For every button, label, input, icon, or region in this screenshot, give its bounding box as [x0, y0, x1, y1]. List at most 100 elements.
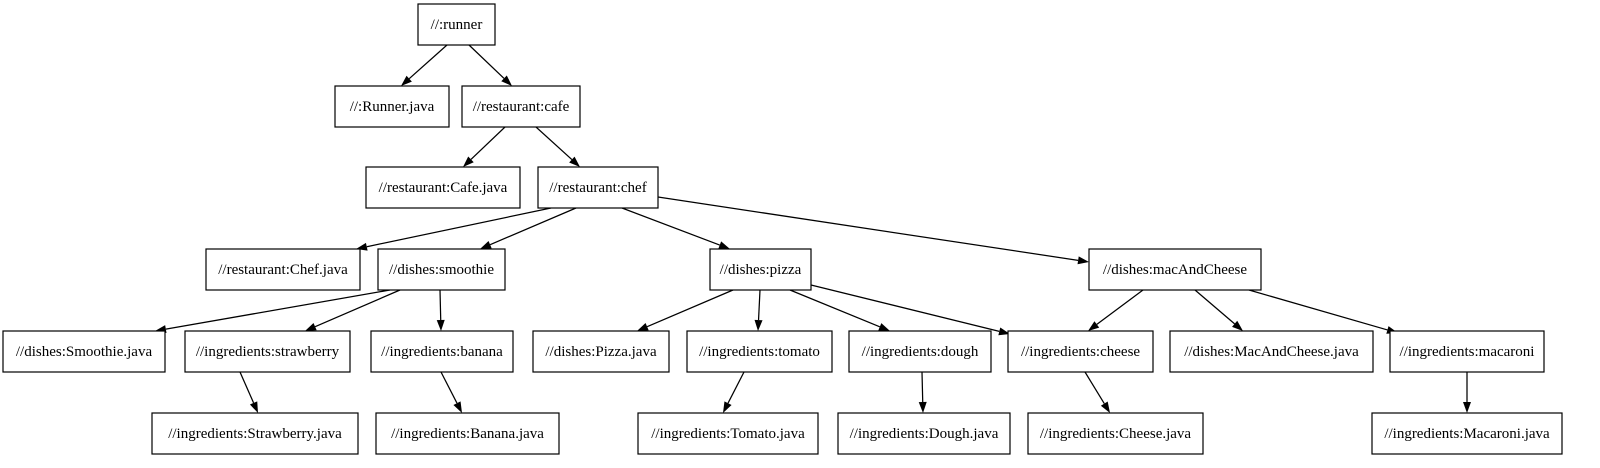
- edge-line: [468, 44, 505, 79]
- graph-edge: [1463, 372, 1471, 413]
- graph-node-dishes-macandchz[interactable]: //dishes:macAndCheese: [1088, 248, 1262, 291]
- graph-edge: [723, 371, 745, 413]
- graph-edge: [1084, 371, 1110, 413]
- edge-arrowhead-icon: [1077, 256, 1089, 265]
- edge-arrowhead-icon: [501, 75, 512, 86]
- graph-edge: [1248, 289, 1398, 334]
- edge-arrowhead-icon: [878, 323, 890, 331]
- graph-node-MacAndCheese-java[interactable]: //dishes:MacAndCheese.java: [1169, 330, 1374, 373]
- node-label: //ingredients:Banana.java: [391, 426, 544, 442]
- node-label: //restaurant:cafe: [473, 99, 570, 115]
- edge-line: [408, 44, 448, 80]
- edge-arrowhead-icon: [637, 323, 649, 331]
- edge-arrowhead-icon: [480, 241, 492, 249]
- graph-edge: [621, 207, 730, 249]
- graph-node-Strawberry-java[interactable]: //ingredients:Strawberry.java: [151, 412, 359, 455]
- node-label: //:Runner.java: [350, 99, 435, 115]
- edge-arrowhead-icon: [401, 75, 412, 86]
- graph-edge: [401, 44, 448, 86]
- graph-node-Smoothie-java[interactable]: //dishes:Smoothie.java: [2, 330, 166, 373]
- graph-edge: [810, 284, 1010, 336]
- edge-line: [789, 289, 881, 328]
- node-label: //ingredients:banana: [381, 344, 503, 360]
- node-rect: [205, 248, 361, 291]
- graph-node-Chef-java[interactable]: //restaurant:Chef.java: [205, 248, 361, 291]
- edge-line: [1248, 289, 1388, 331]
- edge-line: [165, 289, 391, 330]
- edge-line: [1194, 289, 1236, 325]
- node-label: //dishes:macAndCheese: [1103, 262, 1247, 278]
- graph-edge: [535, 126, 580, 167]
- graph-node-Banana-java[interactable]: //ingredients:Banana.java: [375, 412, 560, 455]
- graph-node-Dough-java[interactable]: //ingredients:Dough.java: [837, 412, 1011, 455]
- edge-arrowhead-icon: [569, 156, 580, 167]
- edge-arrowhead-icon: [1232, 320, 1243, 331]
- edge-arrowhead-icon: [453, 401, 462, 413]
- edge-arrowhead-icon: [998, 327, 1010, 336]
- graph-node-ing-macaroni[interactable]: //ingredients:macaroni: [1389, 330, 1545, 373]
- node-label: //ingredients:dough: [862, 344, 979, 360]
- node-rect: [151, 412, 359, 455]
- edge-line: [810, 284, 1000, 332]
- graph-node-ing-banana[interactable]: //ingredients:banana: [370, 330, 514, 373]
- graph-edge: [789, 289, 890, 331]
- node-label: //ingredients:macaroni: [1400, 344, 1535, 360]
- node-rect: [417, 3, 496, 46]
- node-label: //ingredients:Macaroni.java: [1384, 426, 1550, 442]
- edge-arrowhead-icon: [754, 319, 763, 331]
- node-rect: [2, 330, 166, 373]
- graph-node-Macaroni-java[interactable]: //ingredients:Macaroni.java: [1371, 412, 1563, 455]
- edge-arrowhead-icon: [463, 156, 474, 167]
- graph-edge: [436, 289, 445, 331]
- edge-line: [366, 207, 552, 248]
- node-label: //ingredients:Cheese.java: [1040, 426, 1192, 442]
- graph-node-ing-cheese[interactable]: //ingredients:cheese: [1007, 330, 1154, 373]
- edge-line: [1084, 371, 1105, 404]
- node-rect: [370, 330, 514, 373]
- graph-node-runner[interactable]: //:runner: [417, 3, 496, 46]
- graph-node-Cafe-java[interactable]: //restaurant:Cafe.java: [365, 166, 521, 209]
- node-rect: [637, 412, 819, 455]
- graph-node-ing-dough[interactable]: //ingredients:dough: [848, 330, 992, 373]
- nodes-layer: //:runner //:Runner.java //restaurant:cafe…: [2, 3, 1563, 455]
- edge-line: [439, 289, 442, 321]
- node-label: //dishes:pizza: [720, 262, 802, 278]
- edge-arrowhead-icon: [723, 401, 732, 413]
- graph-node-dishes-pizza[interactable]: //dishes:pizza: [709, 248, 812, 291]
- graph-edge: [440, 371, 462, 413]
- edge-line: [440, 371, 458, 404]
- graph-node-Cheese-java[interactable]: //ingredients:Cheese.java: [1027, 412, 1204, 455]
- node-label: //ingredients:cheese: [1021, 344, 1140, 360]
- edge-line: [621, 207, 720, 246]
- graph-edge: [918, 371, 927, 413]
- node-rect: [377, 248, 506, 291]
- node-rect: [686, 330, 833, 373]
- edge-line: [535, 126, 573, 161]
- node-label: //ingredients:Dough.java: [850, 426, 999, 442]
- node-label: //dishes:MacAndCheese.java: [1184, 344, 1359, 360]
- graph-node-Pizza-java[interactable]: //dishes:Pizza.java: [532, 330, 670, 373]
- node-rect: [709, 248, 812, 291]
- node-rect: [184, 330, 351, 373]
- edge-line: [727, 371, 745, 404]
- graph-edge: [463, 126, 506, 167]
- graph-node-ing-tomato[interactable]: //ingredients:tomato: [686, 330, 833, 373]
- graph-node-Runner-java[interactable]: //:Runner.java: [334, 85, 450, 128]
- node-rect: [1169, 330, 1374, 373]
- node-rect: [375, 412, 560, 455]
- graph-node-Tomato-java[interactable]: //ingredients:Tomato.java: [637, 412, 819, 455]
- graph-node-dishes-smoothie[interactable]: //dishes:smoothie: [377, 248, 506, 291]
- edges-layer: [155, 44, 1471, 413]
- node-label: //ingredients:strawberry: [196, 344, 340, 360]
- node-label: //:runner: [431, 17, 483, 33]
- graph-node-restaurant-cafe[interactable]: //restaurant:cafe: [461, 85, 581, 128]
- edge-arrowhead-icon: [1088, 321, 1100, 331]
- node-label: //ingredients:Tomato.java: [651, 426, 805, 442]
- node-rect: [1027, 412, 1204, 455]
- edge-line: [921, 371, 924, 403]
- edge-arrowhead-icon: [1100, 401, 1110, 413]
- edge-line: [757, 289, 761, 321]
- graph-edge: [480, 207, 577, 249]
- graph-node-restaurant-chef[interactable]: //restaurant:chef: [537, 166, 659, 209]
- graph-node-ing-strawberry[interactable]: //ingredients:strawberry: [184, 330, 351, 373]
